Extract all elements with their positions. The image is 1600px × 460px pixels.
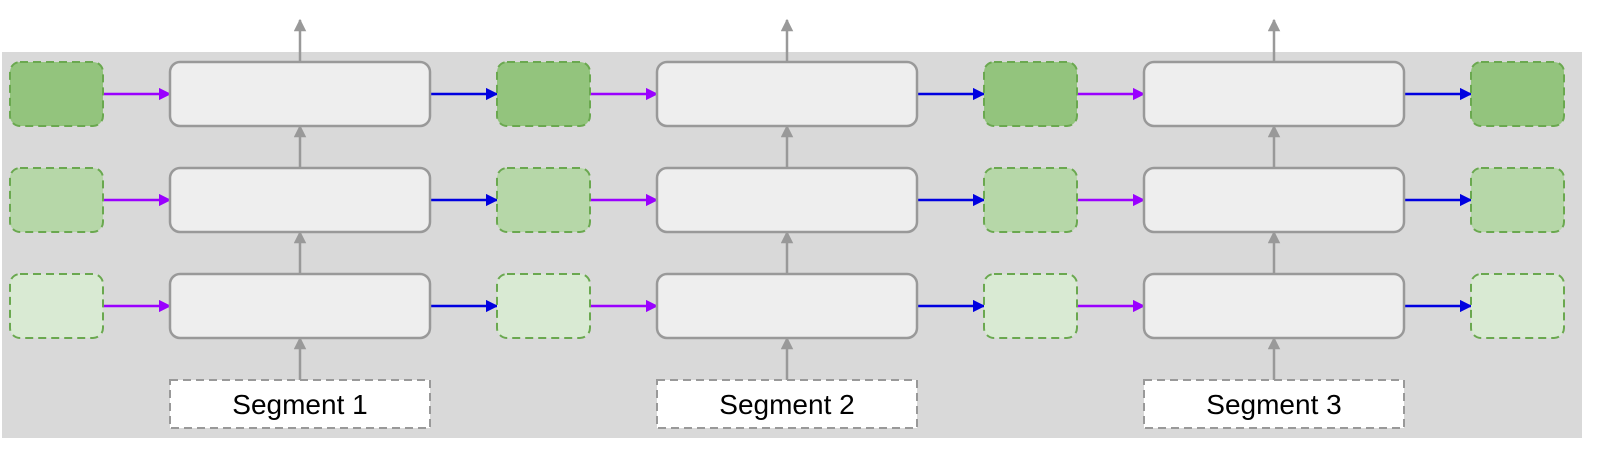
transformer-block-seg2-layer3 — [655, 60, 919, 128]
transformer-block-seg3-layer2 — [1142, 166, 1406, 234]
segment-box-2 — [656, 379, 918, 429]
transformer-block-seg2-layer2 — [655, 166, 919, 234]
memory-box-col1-layer3 — [9, 61, 104, 127]
memory-box-col3-layer1 — [983, 273, 1078, 339]
transformer-block-seg1-layer2 — [168, 166, 432, 234]
transformer-block-seg2-layer1 — [655, 272, 919, 340]
segment-label-2: Segment 2 — [719, 389, 854, 420]
memory-box-col3-layer3 — [983, 61, 1078, 127]
memory-box-col4-layer1 — [1470, 273, 1565, 339]
segment-box-3 — [1143, 379, 1405, 429]
memory-box-col4-layer3 — [1470, 61, 1565, 127]
memory-box-col1-layer2 — [9, 167, 104, 233]
memory-box-col2-layer1 — [496, 273, 591, 339]
transformer-block-seg1-layer1 — [168, 272, 432, 340]
memory-box-col3-layer2 — [983, 167, 1078, 233]
memory-box-col2-layer3 — [496, 61, 591, 127]
transformer-block-seg1-layer3 — [168, 60, 432, 128]
memory-box-col1-layer1 — [9, 273, 104, 339]
transformer-block-seg3-layer1 — [1142, 272, 1406, 340]
segment-label-3: Segment 3 — [1206, 389, 1341, 420]
segment-label-1: Segment 1 — [232, 389, 367, 420]
memory-box-col2-layer2 — [496, 167, 591, 233]
segment-box-1 — [169, 379, 431, 429]
memory-box-col4-layer2 — [1470, 167, 1565, 233]
transformer-block-seg3-layer3 — [1142, 60, 1406, 128]
